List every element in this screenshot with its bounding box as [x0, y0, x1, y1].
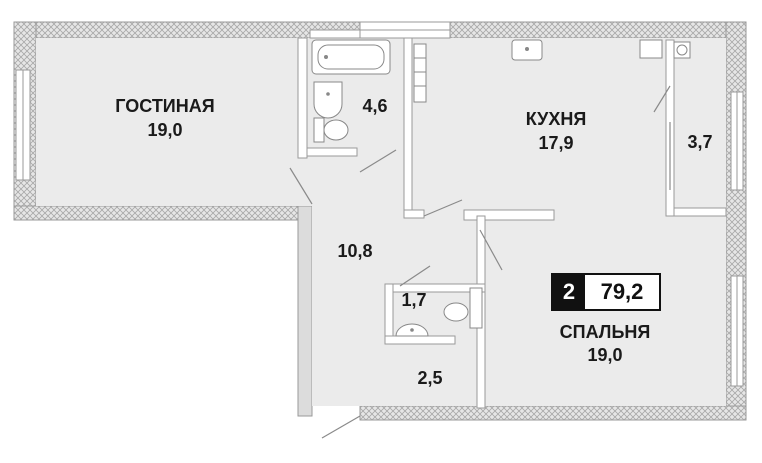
doors — [289, 85, 671, 439]
kitchen-name: КУХНЯ — [526, 109, 587, 129]
kitchen-sink-icon — [511, 39, 543, 61]
floor-area — [36, 38, 726, 406]
windows — [15, 21, 744, 387]
hall-area: 10,8 — [337, 241, 372, 261]
towel-rail-icon — [413, 43, 427, 103]
living-room-area: 19,0 — [147, 120, 182, 140]
balcony-area: 3,7 — [687, 132, 712, 152]
total-area: 79,2 — [600, 279, 644, 304]
bathroom-area: 4,6 — [362, 96, 387, 116]
bathtub-icon — [311, 39, 391, 75]
apartment-badge: 2 79,2 — [551, 273, 661, 311]
bedroom-name: СПАЛЬНЯ — [560, 322, 651, 342]
room-labels: ГОСТИНАЯ 19,0 4,6 КУХНЯ 17,9 3,7 10,8 1,… — [115, 96, 712, 388]
bedroom-area: 19,0 — [587, 345, 622, 365]
stove-icon — [639, 39, 691, 59]
wc-sink-icon — [395, 323, 429, 337]
toilet-icon — [313, 117, 349, 143]
wc-area: 1,7 — [401, 290, 426, 310]
kitchen-area: 17,9 — [538, 133, 573, 153]
room-count: 2 — [553, 275, 585, 309]
living-room-name: ГОСТИНАЯ — [115, 96, 214, 116]
sink-icon — [313, 81, 343, 119]
corridor-area: 2,5 — [417, 368, 442, 388]
wc-rail-icon — [469, 287, 483, 329]
